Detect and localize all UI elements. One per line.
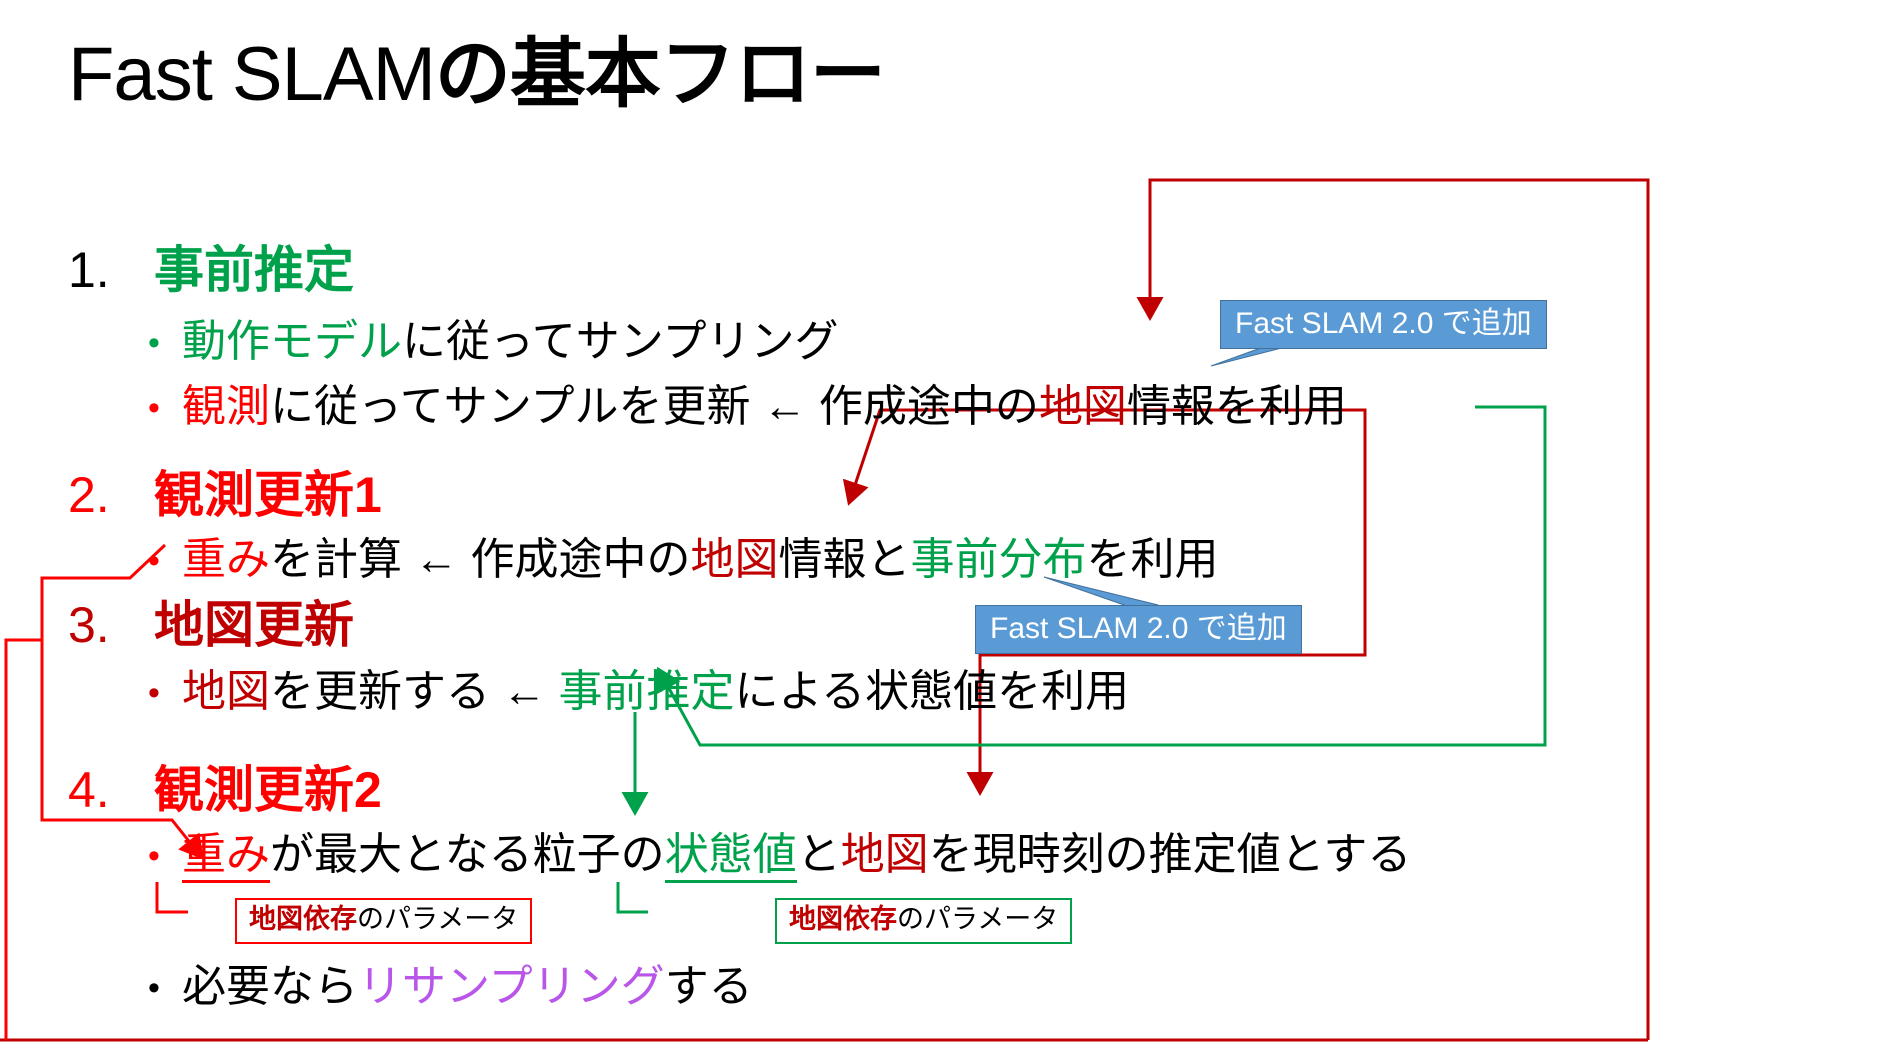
leader-red-tagbox xyxy=(155,882,188,914)
tag-box-left-rest: のパラメータ xyxy=(357,904,519,934)
run-text: が最大となる粒子の xyxy=(270,830,665,879)
step-1-bullet-1: • 動作モデルに従ってサンプリング xyxy=(148,320,838,364)
run-text: を計算 ← 作成途中の xyxy=(270,535,691,584)
callout-2-label: Fast SLAM 2.0 で追加 xyxy=(990,612,1287,645)
callout-1: Fast SLAM 2.0 で追加 xyxy=(1220,300,1547,349)
wire-left-rail xyxy=(4,638,42,1040)
step-1: 1. 事前推定 xyxy=(68,245,354,295)
run-text: 情報を利用 xyxy=(1126,382,1347,431)
bullet-dot-icon: • xyxy=(148,837,160,875)
run-text: と xyxy=(796,830,841,879)
bullet-dot-icon: • xyxy=(148,969,160,1007)
run-text: 重み xyxy=(182,535,270,584)
step-2-heading: 観測更新1 xyxy=(154,467,382,523)
run-text: 事前分布 xyxy=(910,535,1087,584)
tag-box-left-emphasis: 地図依存 xyxy=(249,904,357,934)
slide-title-latin: Fast SLAM xyxy=(68,32,436,117)
run-text: 地図 xyxy=(1038,382,1127,431)
run-text: を更新する ← xyxy=(270,667,559,716)
step-4-heading: 観測更新2 xyxy=(154,762,382,818)
run-text: に従ってサンプリング xyxy=(402,317,839,366)
step-2-number: 2. xyxy=(68,467,110,523)
run-text: による状態値を利用 xyxy=(734,667,1130,716)
bullet-dot-icon: • xyxy=(148,542,160,580)
bullet-dot-icon: • xyxy=(148,674,160,712)
run-text: 重み xyxy=(182,830,270,883)
step-4-number: 4. xyxy=(68,762,110,818)
step-1-bullet-2: • 観測に従ってサンプルを更新 ← 作成途中の地図情報を利用 xyxy=(148,385,1347,429)
leader-green-tagbox xyxy=(616,882,648,914)
tag-box-right-emphasis: 地図依存 xyxy=(789,904,897,934)
step-1-number: 1. xyxy=(68,242,110,298)
tag-box-right-rest: のパラメータ xyxy=(897,904,1059,934)
run-text: 観測 xyxy=(182,382,270,431)
run-text: に従ってサンプルを更新 ← 作成途中の xyxy=(270,382,1039,431)
bullet-dot-icon: • xyxy=(148,389,160,427)
callout-2: Fast SLAM 2.0 で追加 xyxy=(975,605,1302,654)
run-text: 動作モデル xyxy=(182,317,402,366)
step-4-bullet-2: • 必要ならリサンプリングする xyxy=(148,965,753,1009)
run-text: 状態値 xyxy=(664,830,797,883)
slide-title-jp: の基本フロー xyxy=(434,32,886,117)
step-2: 2. 観測更新1 xyxy=(68,470,382,520)
step-3-number: 3. xyxy=(68,597,110,653)
step-4: 4. 観測更新2 xyxy=(68,765,382,815)
tag-box-left: 地図依存のパラメータ xyxy=(235,898,533,944)
step-4-bullet-1: • 重みが最大となる粒子の状態値と地図を現時刻の推定値とする xyxy=(148,830,1412,883)
step-3: 3. 地図更新 xyxy=(68,600,354,650)
run-text: を現時刻の推定値とする xyxy=(928,830,1412,879)
bullet-dot-icon: • xyxy=(148,324,160,362)
run-text: 情報と xyxy=(778,535,911,584)
run-text: 地図 xyxy=(690,535,779,584)
tag-box-right: 地図依存のパラメータ xyxy=(775,898,1073,944)
run-text: を利用 xyxy=(1086,535,1219,584)
run-text: する xyxy=(664,962,753,1011)
run-text: リサンプリング xyxy=(358,962,665,1011)
step-3-bullet-1: • 地図を更新する ← 事前推定による状態値を利用 xyxy=(148,670,1129,714)
slide-title: Fast SLAMの基本フロー xyxy=(68,32,886,117)
run-text: 必要なら xyxy=(182,962,358,1011)
run-text: 事前推定 xyxy=(558,667,735,716)
step-2-bullet-1: • 重みを計算 ← 作成途中の地図情報と事前分布を利用 xyxy=(148,538,1218,582)
run-text: 地図 xyxy=(182,667,270,716)
run-text: 地図 xyxy=(840,830,929,879)
step-1-heading: 事前推定 xyxy=(154,242,354,298)
step-3-heading: 地図更新 xyxy=(154,597,354,653)
callout-1-label: Fast SLAM 2.0 で追加 xyxy=(1235,307,1532,340)
